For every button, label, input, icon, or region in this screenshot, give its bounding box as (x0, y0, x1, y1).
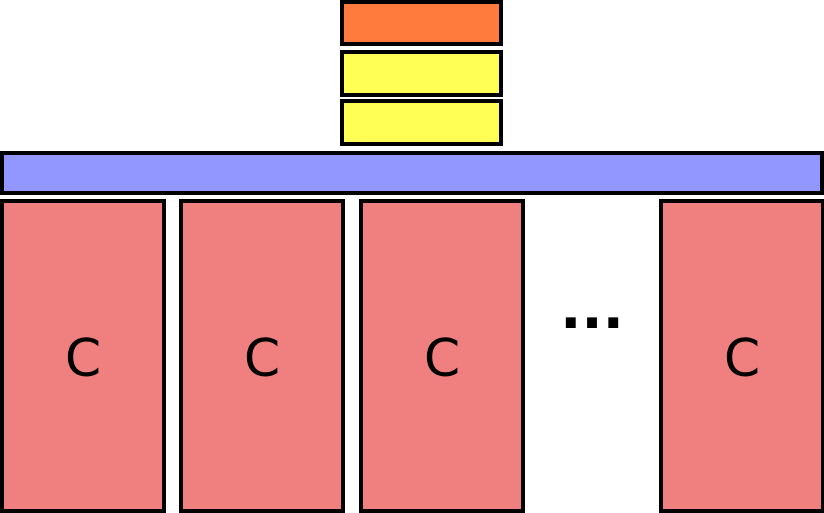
stack-block-top (340, 0, 503, 46)
core-box: C (0, 199, 166, 513)
shared-bus (0, 151, 824, 195)
ellipsis: ... (560, 277, 624, 342)
core-box: C (359, 199, 525, 513)
core-label: C (64, 329, 102, 389)
core-box: C (179, 199, 345, 513)
core-label: C (243, 329, 281, 389)
stack-block-middle (340, 50, 503, 97)
stack-block-bottom (340, 99, 503, 146)
core-label: C (723, 329, 761, 389)
core-box: C (659, 199, 824, 513)
core-label: C (423, 329, 461, 389)
